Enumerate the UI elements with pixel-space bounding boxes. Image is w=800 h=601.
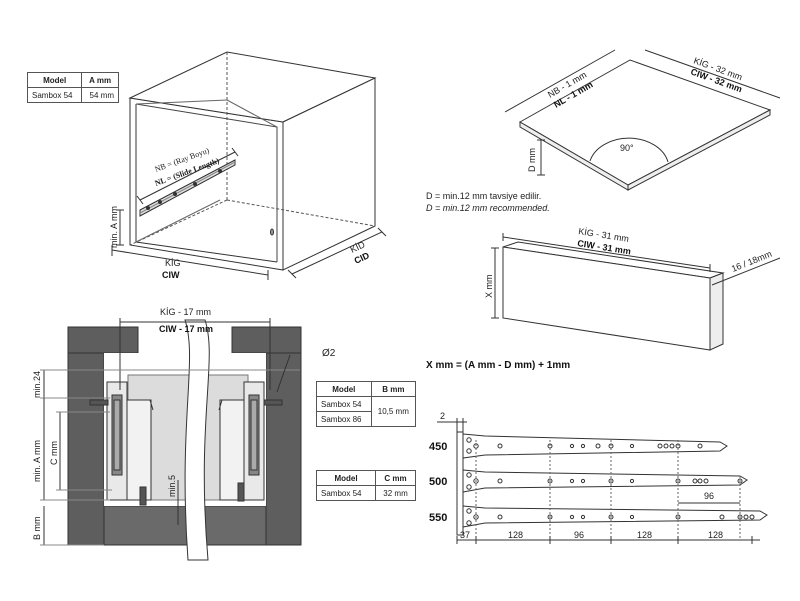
cabinet-kig-label: KİG — [165, 258, 181, 268]
cabinet-ciw-label: CIW — [162, 270, 180, 280]
note-tr: D = min.12 mm tavsiye edilir. — [426, 191, 541, 201]
formula: X mm = (A mm - D mm) + 1mm — [426, 360, 570, 371]
slide-top-dim: 2 — [440, 411, 445, 421]
slide-dim-128a: 128 — [508, 530, 523, 540]
section-c-label: C mm — [49, 441, 59, 465]
note-en: D = min.12 mm recommended. — [426, 203, 550, 213]
section-min24-label: min.24 — [32, 371, 42, 398]
slide-dim-37: 37 — [460, 530, 470, 540]
section-b-label: B mm — [32, 517, 42, 541]
table-c: Model C mm Sambox 54 32 mm — [315, 470, 416, 501]
back-x-label: X mm — [484, 275, 494, 299]
back-thickness-label: 16 / 18mm — [730, 249, 773, 274]
slide-length-550: 550 — [429, 512, 447, 524]
table-b-value: 10,5 mm — [370, 396, 417, 427]
table-b: Model B mm Sambox 54 10,5 mm Sambox 86 — [316, 381, 417, 427]
slide-length-500: 500 — [429, 476, 447, 488]
section-drawing — [40, 318, 302, 561]
table-b-model-2: Sambox 86 — [316, 411, 372, 427]
slide-dim-128b: 128 — [637, 530, 652, 540]
section-labels: KİG - 17 mm CIW - 17 mm Ø2 min.24 min. A… — [32, 307, 336, 540]
table-a-model: Sambox 54 — [26, 87, 83, 103]
bottom-d-label: D mm — [527, 148, 537, 172]
section-min-a-label: min. A mm — [32, 440, 42, 482]
slide-length-450: 450 — [429, 441, 447, 453]
slide-rails — [437, 418, 768, 544]
table-c-value: 32 mm — [375, 485, 416, 501]
slide-dim-96: 96 — [704, 491, 714, 501]
table-a: Model A mm Sambox 54 54 mm — [26, 72, 119, 103]
cabinet-drawing — [111, 51, 387, 280]
slide-dim-128c: 128 — [708, 530, 723, 540]
slide-dim-96b: 96 — [574, 530, 584, 540]
table-a-header-value: A mm — [81, 72, 119, 88]
table-c-header-model: Model — [315, 470, 377, 486]
slide-labels: 2 450 500 550 96 37 128 96 128 128 — [429, 411, 723, 540]
table-a-header-model: Model — [26, 72, 83, 88]
section-phi-label: Ø2 — [322, 348, 336, 359]
table-b-header-model: Model — [316, 381, 372, 397]
bottom-panel-drawing — [504, 49, 781, 191]
table-b-model-1: Sambox 54 — [316, 396, 372, 412]
table-c-header-value: C mm — [375, 470, 416, 486]
table-c-model: Sambox 54 — [315, 485, 377, 501]
cabinet-min-a-label: min. A mm — [109, 206, 119, 248]
table-b-header-value: B mm — [370, 381, 417, 397]
section-min5-label: min.5 — [167, 475, 177, 497]
back-panel-drawing — [491, 233, 781, 351]
bottom-angle-label: 90° — [620, 143, 634, 153]
table-a-value: 54 mm — [81, 87, 119, 103]
section-kig-label: KİG - 17 mm — [160, 307, 211, 317]
section-ciw-label: CIW - 17 mm — [159, 324, 213, 334]
